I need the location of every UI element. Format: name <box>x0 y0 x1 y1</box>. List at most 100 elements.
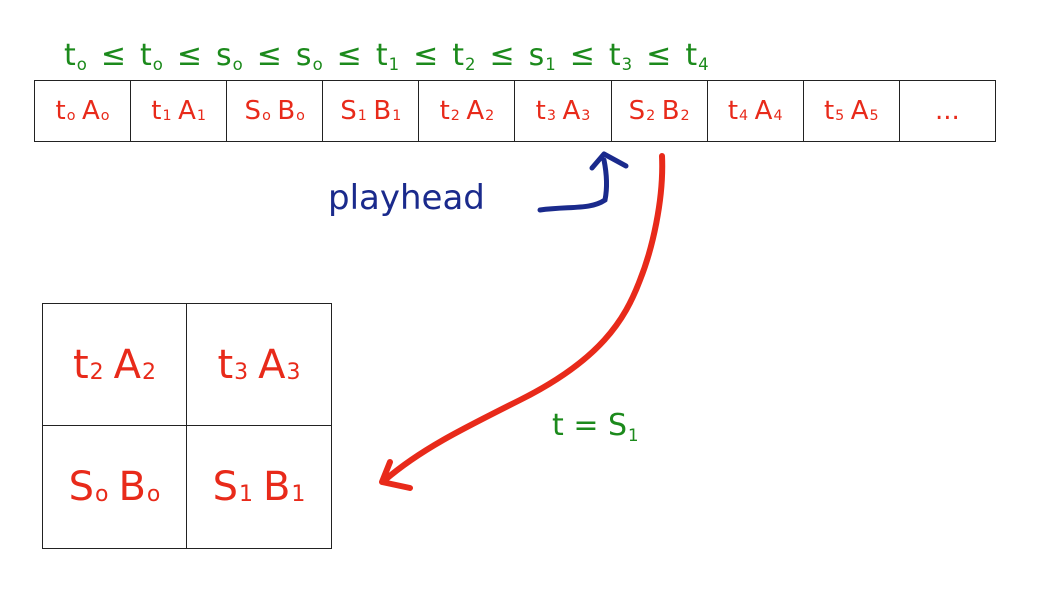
playhead-label: playhead <box>328 178 485 218</box>
ordering-term: to <box>140 37 163 75</box>
cell-time: t <box>151 96 162 126</box>
cell-time: t <box>727 96 739 126</box>
ordering-term-base: s <box>295 37 312 73</box>
ordering-term: t3 <box>608 37 633 75</box>
cell-event-sub: 5 <box>869 108 879 124</box>
cell-event-sub: 1 <box>196 108 206 124</box>
ordering-term-base: t <box>452 37 464 73</box>
ordering-relation: ≤ <box>489 37 515 73</box>
ordering-term-sub: o <box>152 55 163 75</box>
cell-time-sub: 1 <box>238 482 253 508</box>
cell-time: S <box>340 96 357 126</box>
ordering-relation: ≤ <box>413 37 439 73</box>
cell-time: S <box>628 96 646 126</box>
cell-event: A <box>850 96 869 126</box>
cell-event: B <box>277 96 296 126</box>
cell-time-sub: 1 <box>162 108 172 124</box>
condition-rel: = <box>573 408 599 443</box>
ordering-term-sub: 2 <box>464 55 476 75</box>
ordering-term-base: t <box>375 37 388 73</box>
cell-event: A <box>178 96 196 126</box>
cell-event-sub: o <box>100 108 110 124</box>
copy-arrow <box>382 153 666 483</box>
cell-time-sub: 3 <box>546 108 556 124</box>
ordering-term-base: s <box>216 37 232 73</box>
cell-time-sub: o <box>95 482 109 508</box>
cell-time: t <box>823 96 835 126</box>
cell-event-sub: o <box>296 108 305 124</box>
cell-time: S <box>212 464 238 510</box>
condition-label: t = S1 <box>552 408 639 445</box>
ordering-term-sub: 1 <box>545 55 556 75</box>
ordering-term: t2 <box>452 37 476 75</box>
ordering-relation: ≤ <box>569 37 595 73</box>
cell-event-sub: 2 <box>485 108 495 124</box>
tape-cell: ... <box>900 81 995 141</box>
condition-rhs: S <box>608 408 628 443</box>
cell-event: A <box>466 96 485 126</box>
cell-time: t <box>217 341 234 388</box>
cell-time-sub: 2 <box>89 359 104 385</box>
cell-event-sub: 1 <box>392 108 402 124</box>
condition-rhs-sub: 1 <box>628 425 639 445</box>
ordering-term-base: s <box>528 37 545 73</box>
cell-time-sub: 5 <box>835 108 845 124</box>
ordering-relation: ≤ <box>646 37 672 73</box>
cell-event: A <box>754 96 773 126</box>
time-ordering: to≤to≤so≤so≤t1≤t2≤s1≤t3≤t4 <box>60 30 960 80</box>
cell-time: t <box>535 96 546 126</box>
cell-time-sub: 3 <box>234 359 249 385</box>
ordering-term-sub: o <box>232 55 243 75</box>
ordering-term-base: t <box>64 37 76 73</box>
cell-event: B <box>262 464 291 510</box>
ordering-relation: ≤ <box>336 37 362 73</box>
cell-time: t <box>72 341 89 388</box>
cell-event-sub: 3 <box>581 108 591 124</box>
cell-event-sub: 2 <box>142 359 157 385</box>
cell-time: S <box>244 96 262 126</box>
cell-event: A <box>113 341 142 388</box>
ordering-term-sub: o <box>76 55 87 75</box>
cell-event: A <box>82 96 100 126</box>
cell-event-sub: 2 <box>680 108 690 124</box>
cell-time-sub: 2 <box>646 108 656 124</box>
cell-event: A <box>562 96 581 126</box>
cell-event: B <box>373 96 392 126</box>
playhead-arrow-head <box>589 151 629 171</box>
ordering-term-sub: 1 <box>388 55 400 75</box>
ordering-term: so <box>216 37 243 75</box>
cell-event: A <box>258 341 286 388</box>
ordering-term-sub: 3 <box>621 55 633 75</box>
cell-time-sub: o <box>262 108 271 124</box>
cell-time-sub: 2 <box>450 108 460 124</box>
ordering-term: t1 <box>375 37 400 75</box>
cell-time: t <box>439 96 450 126</box>
ordering-term-base: t <box>608 37 621 73</box>
ordering-term: t4 <box>685 38 708 75</box>
cell-event: B <box>118 464 146 510</box>
playhead-arrow <box>537 157 610 213</box>
ordering-relation: ≤ <box>176 37 203 73</box>
ordering-term-base: t <box>140 37 152 73</box>
cell-event-sub: o <box>146 482 161 508</box>
ordering-term: to <box>64 37 87 75</box>
ordering-term: so <box>295 37 323 75</box>
cell-time-sub: 4 <box>739 108 749 124</box>
